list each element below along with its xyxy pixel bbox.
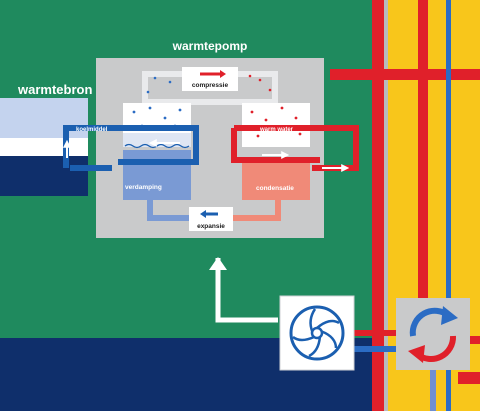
- heat-source-bottom: [0, 156, 88, 196]
- heat-source-white: [0, 138, 88, 156]
- heat-exchanger-unit: [396, 298, 470, 370]
- building-pipe-red-corner: [458, 372, 480, 384]
- evaporator: verdamping: [123, 103, 191, 200]
- fan-to-exchanger-blue-pipe: [354, 346, 396, 352]
- condensation-label: condensatie: [256, 185, 294, 192]
- building-pipe-red-horizontal: [330, 69, 480, 80]
- building-pipe-blue-low: [430, 360, 436, 411]
- compressor-box: [182, 67, 238, 91]
- heat-exchange-icon: [408, 306, 458, 363]
- heat-pump-title: warmtepomp: [172, 39, 248, 53]
- compression-dots: [146, 74, 272, 94]
- heat-flow-connector: [215, 258, 278, 323]
- evaporator-wave: [124, 143, 190, 149]
- coolant-loop: koelmiddel: [63, 125, 199, 171]
- condenser-liquid: [242, 162, 310, 200]
- expansion-valve-box: [189, 207, 233, 231]
- coolant-label: koelmiddel: [76, 127, 108, 133]
- building-pipe-grey: [384, 0, 388, 411]
- hot-water-loop: warm water: [231, 125, 359, 172]
- building-pipe-blue-vertical: [446, 0, 451, 411]
- evaporator-liquid: [123, 150, 191, 200]
- compression-label: compressie: [192, 82, 229, 89]
- expansion-arrow-icon: [200, 210, 206, 218]
- hot-water-label: warm water: [259, 127, 294, 133]
- expansion-pipe-left: [147, 200, 190, 221]
- heat-source: warmtebron: [0, 82, 92, 196]
- building-pipe-red-inner: [418, 0, 428, 300]
- expansion-label: expansie: [197, 223, 225, 230]
- expansion-pipe-right: [232, 200, 281, 221]
- hot-water-inner-pipe: [231, 128, 320, 163]
- heat-source-label: warmtebron: [17, 82, 92, 97]
- evaporation-label: verdamping: [125, 184, 162, 191]
- fan-unit: [279, 295, 355, 371]
- compression-arrow-icon: [220, 70, 226, 78]
- heat-source-top: [0, 98, 88, 138]
- heat-flow-up-arrow-icon: [209, 257, 227, 270]
- fan-to-exchanger-red-pipe: [354, 330, 396, 336]
- evaporator-surface: [123, 133, 191, 147]
- building-pipe-red-vertical: [372, 0, 384, 411]
- fan-icon: [289, 305, 345, 361]
